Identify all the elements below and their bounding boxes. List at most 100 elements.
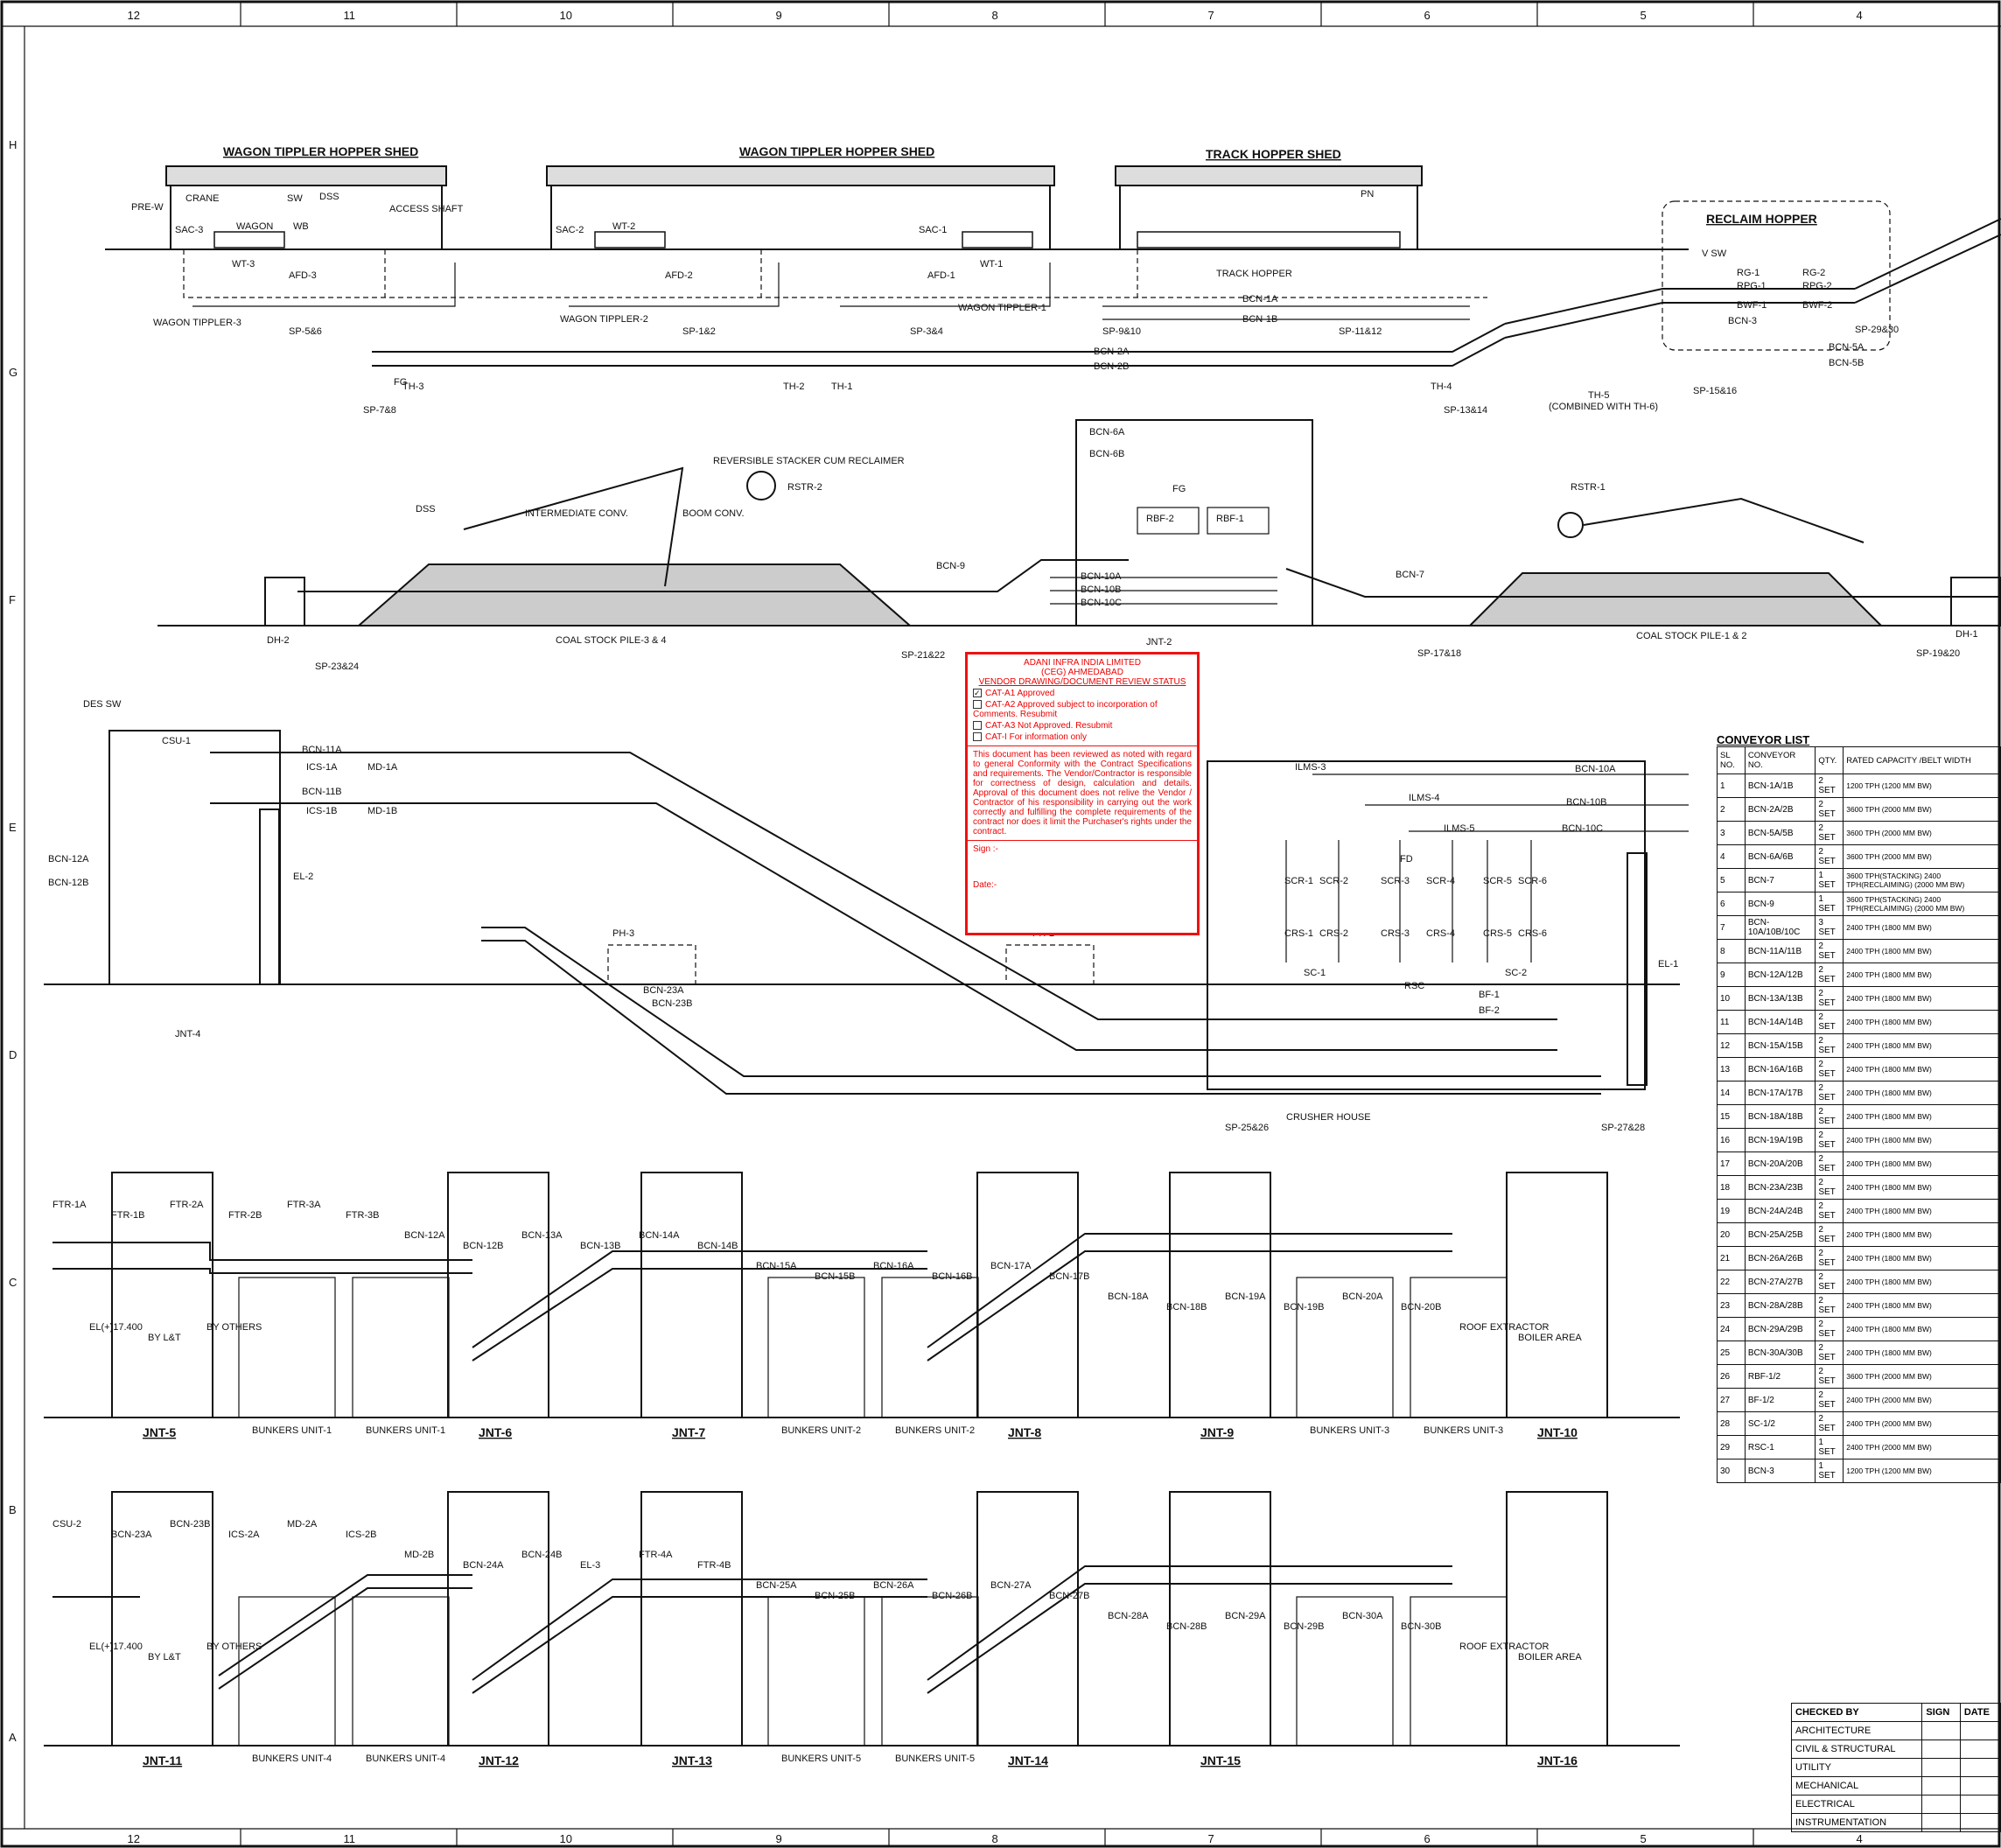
crusher-label: JNT-4	[175, 1029, 200, 1040]
top-label: SP-7&8	[363, 405, 396, 416]
conveyor-list-cell: 2 SET	[1815, 1010, 1844, 1034]
crusher-label: CRS-6	[1518, 928, 1547, 939]
conveyor-list-cell: 2 SET	[1815, 1317, 1844, 1341]
conveyor-list: CONVEYOR LIST SL NO.CONVEYOR NO.QTY.RATE…	[1717, 733, 2001, 1483]
crusher-label: BCN-12A	[48, 854, 89, 864]
reclaim-hopper-outline	[1662, 200, 1891, 351]
junction-tower	[447, 1491, 549, 1746]
bunker-row-label: BCN-26B	[932, 1591, 972, 1601]
junction-tower	[640, 1172, 743, 1418]
bunker-row-label: BY OTHERS	[206, 1642, 262, 1652]
checked-by-cell	[1959, 1758, 2001, 1777]
checked-by-header-cell: DATE	[1959, 1703, 2001, 1722]
grid-column-label: 9	[776, 1832, 782, 1845]
conveyor-list-cell: BCN-3	[1744, 1459, 1816, 1483]
conveyor-list-cell: 11	[1717, 1010, 1746, 1034]
conveyor-list-cell: BCN-17A/17B	[1744, 1081, 1816, 1105]
tunnel-outline-top	[183, 249, 1487, 298]
conveyor-list-cell: SC-1/2	[1744, 1411, 1816, 1436]
bunker-row-label: BCN-18A	[1108, 1292, 1149, 1302]
bunker-row-label: CSU-2	[52, 1519, 81, 1530]
checked-by-cell	[1959, 1795, 2001, 1814]
conveyor-list-cell: 2400 TPH (1800 MM BW)	[1843, 939, 2001, 963]
stamp-option-code: CAT-A2	[985, 700, 1018, 710]
conveyor-list-cell: BCN-23A/23B	[1744, 1175, 1816, 1200]
top-label: SP-1&2	[682, 326, 716, 337]
top-label: SP-9&10	[1102, 326, 1141, 337]
crusher-label: CRS-1	[1284, 928, 1313, 939]
conveyor-list-cell: 5	[1717, 868, 1746, 892]
top-label: ACCESS SHAFT	[389, 204, 464, 214]
bunker-row-label: BCN-20B	[1401, 1302, 1441, 1312]
bunker-bay	[238, 1277, 336, 1418]
shed-walls-3	[1119, 186, 1418, 249]
grid-row-label: A	[9, 1731, 17, 1744]
yard-label: SP-21&22	[901, 650, 945, 661]
conveyor-list-cell: BCN-11A/11B	[1744, 939, 1816, 963]
conveyor-list-cell: 2400 TPH (1800 MM BW)	[1843, 1010, 2001, 1034]
junction-tower	[1169, 1491, 1271, 1746]
shed-walls-2	[550, 186, 1051, 249]
yard-label: SP-23&24	[315, 662, 359, 672]
bunker-row-label: ICS-2A	[228, 1530, 260, 1540]
top-label: (COMBINED WITH TH-6)	[1549, 402, 1658, 412]
stacker-wheel-left	[746, 471, 776, 500]
junction-label: JNT-12	[479, 1754, 519, 1768]
bunker-row-label: FTR-3A	[287, 1200, 321, 1210]
conveyor-list-cell: 23	[1717, 1293, 1746, 1318]
crusher-label: CSU-1	[162, 736, 191, 746]
top-label: SAC-1	[919, 225, 947, 235]
bcn-23-lines	[481, 927, 1601, 1095]
top-label: WAGON	[236, 221, 273, 232]
bunker-row-label: BCN-24B	[521, 1550, 562, 1560]
conveyor-list-cell: BCN-27A/27B	[1744, 1270, 1816, 1294]
bunker-row-label: BCN-17A	[990, 1261, 1032, 1271]
checked-by-row: MECHANICAL	[1790, 1776, 2001, 1796]
conveyor-list-cell: BCN-30A/30B	[1744, 1340, 1816, 1365]
conveyor-list-cell: BCN-15A/15B	[1744, 1033, 1816, 1058]
grid-column-label: 10	[560, 9, 572, 22]
conveyor-list-cell: 2 SET	[1815, 1388, 1844, 1412]
conveyor-list-cell: BCN-19A/19B	[1744, 1128, 1816, 1152]
checked-by-header-cell: CHECKED BY	[1790, 1703, 1923, 1722]
top-label: BCN-3	[1728, 316, 1757, 326]
crusher-label: RSC	[1404, 981, 1424, 991]
crusher-label: ILMS-3	[1295, 762, 1326, 773]
crusher-label: BCN-12B	[48, 878, 88, 888]
conveyor-list-cell: BCN-18A/18B	[1744, 1104, 1816, 1129]
bunker-row-label: BCN-24A	[463, 1560, 504, 1571]
conveyor-list-cell: 2 SET	[1815, 1199, 1844, 1223]
dh-1-box	[1950, 577, 2001, 626]
grid-column-label: 12	[128, 9, 140, 22]
bunker-label: BUNKERS UNIT-1	[366, 1425, 445, 1436]
yard-label: DH-2	[267, 635, 290, 646]
conveyor-list-cell: 28	[1717, 1411, 1746, 1436]
crusher-label: ICS-1A	[306, 762, 338, 773]
yard-label: SP-17&18	[1417, 648, 1461, 659]
checkbox-icon	[973, 700, 982, 710]
top-label: BWF-1	[1737, 300, 1767, 311]
top-label: PRE-W	[131, 202, 164, 213]
bunker-row-label: BCN-18B	[1166, 1302, 1207, 1312]
shed-title-3: TRACK HOPPER SHED	[1206, 147, 1341, 161]
conveyor-list-cell: BCN-29A/29B	[1744, 1317, 1816, 1341]
bunker-row-label: BCN-16B	[932, 1271, 972, 1282]
conveyor-list-cell: 2400 TPH (1800 MM BW)	[1843, 1033, 2001, 1058]
crusher-label: BF-1	[1479, 990, 1500, 1000]
bunker-label: BUNKERS UNIT-2	[895, 1425, 975, 1436]
wagon-3	[962, 231, 1033, 248]
stamp-body: This document has been reviewed as noted…	[973, 750, 1192, 836]
bunker-row-label: BCN-16A	[873, 1261, 914, 1271]
crusher-label: BCN-23A	[643, 985, 684, 996]
